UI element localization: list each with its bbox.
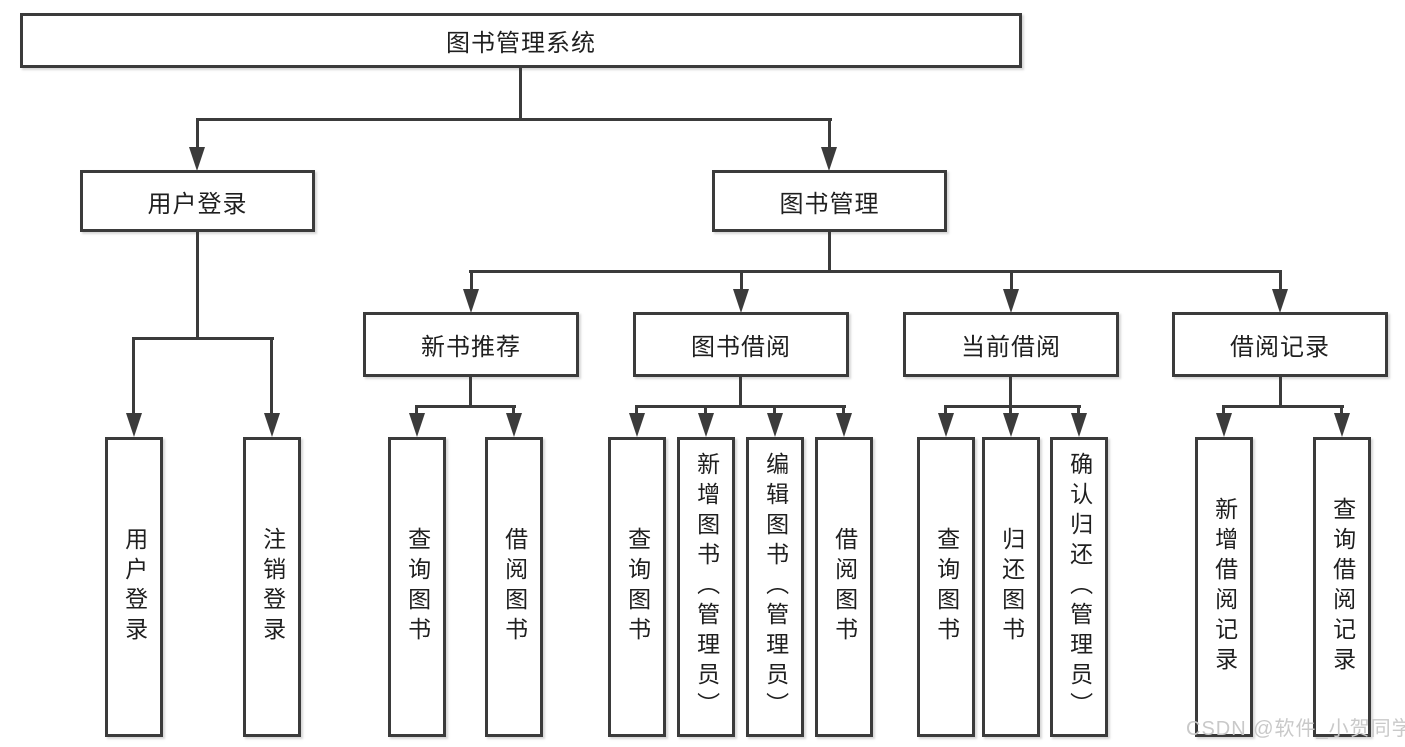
arrowhead-down-icon (629, 413, 645, 437)
node-label: 新书推荐 (421, 334, 521, 361)
connector-vline (1340, 408, 1343, 415)
arrowhead-down-icon (767, 413, 783, 437)
arrowhead-down-icon (1334, 413, 1350, 437)
arrowhead-down-icon (264, 413, 280, 437)
arrowhead-down-icon (463, 289, 479, 313)
arrowhead-down-icon (126, 413, 142, 437)
leaf-label: 新增借阅记录 (1211, 497, 1238, 677)
connector-vline (944, 408, 947, 415)
arrowhead-down-icon (821, 147, 837, 171)
node-label: 图书管理系统 (446, 30, 596, 57)
connector-vline (1222, 408, 1225, 415)
arrowhead-down-icon (733, 289, 749, 313)
leaf-add-book-admin: 新增图书（管理员） (677, 437, 735, 737)
leaf-label: 查询图书 (624, 527, 651, 647)
leaf-label: 查询图书 (404, 527, 431, 647)
connector-hline (196, 118, 832, 121)
connector-vline (512, 408, 515, 415)
connector-vline (828, 232, 831, 272)
node-label: 当前借阅 (961, 334, 1061, 361)
connector-vline (739, 377, 742, 408)
node-borrowing-records: 借阅记录 (1172, 312, 1388, 377)
arrowhead-down-icon (189, 147, 205, 171)
node-new-book-recommendation: 新书推荐 (363, 312, 579, 377)
arrowhead-down-icon (409, 413, 425, 437)
node-book-borrowing: 图书借阅 (633, 312, 849, 377)
leaf-label: 用户登录 (121, 527, 148, 647)
node-book-management: 图书管理 (712, 170, 947, 232)
connector-vline (1010, 273, 1013, 291)
arrowhead-down-icon (1272, 289, 1288, 313)
arrowhead-down-icon (938, 413, 954, 437)
connector-vline (1279, 273, 1282, 291)
leaf-edit-book-admin: 编辑图书（管理员） (746, 437, 804, 737)
connector-vline (635, 408, 638, 415)
connector-hline (1222, 405, 1344, 408)
leaf-label: 归还图书 (998, 527, 1025, 647)
connector-hline (132, 337, 274, 340)
connector-hline (415, 405, 516, 408)
node-library-management-system: 图书管理系统 (20, 13, 1022, 68)
leaf-logout: 注销登录 (243, 437, 301, 737)
connector-vline (740, 273, 743, 291)
leaf-label: 新增图书（管理员） (693, 452, 720, 722)
connector-vline (1077, 408, 1080, 415)
connector-hline (469, 270, 1282, 273)
leaf-label: 确认归还（管理员） (1066, 452, 1093, 722)
watermark-text: CSDN @软件_小贺同学 (1186, 718, 1405, 740)
connector-hline (944, 405, 1081, 408)
connector-vline (196, 120, 199, 148)
connector-vline (1009, 408, 1012, 415)
leaf-borrow-books-newbook: 借阅图书 (485, 437, 543, 737)
leaf-label: 注销登录 (259, 527, 286, 647)
connector-vline (773, 408, 776, 415)
connector-vline (196, 232, 199, 338)
connector-vline (469, 377, 472, 408)
arrowhead-down-icon (698, 413, 714, 437)
leaf-query-books-newbook: 查询图书 (388, 437, 446, 737)
connector-vline (470, 273, 473, 291)
connector-vline (1009, 377, 1012, 408)
leaf-label: 借阅图书 (501, 527, 528, 647)
leaf-user-login: 用户登录 (105, 437, 163, 737)
leaf-label: 编辑图书（管理员） (762, 452, 789, 722)
connector-vline (828, 120, 831, 148)
connector-vline (519, 66, 522, 120)
leaf-borrow-books: 借阅图书 (815, 437, 873, 737)
connector-vline (704, 408, 707, 415)
node-current-borrowing: 当前借阅 (903, 312, 1119, 377)
connector-vline (1279, 377, 1282, 408)
leaf-return-books: 归还图书 (982, 437, 1040, 737)
arrowhead-down-icon (1216, 413, 1232, 437)
leaf-label: 查询借阅记录 (1329, 497, 1356, 677)
connector-vline (270, 340, 273, 415)
connector-hline (635, 405, 846, 408)
node-user-login: 用户登录 (80, 170, 315, 232)
connector-vline (842, 408, 845, 415)
leaf-query-borrow-record: 查询借阅记录 (1313, 437, 1371, 737)
leaf-confirm-return-admin: 确认归还（管理员） (1050, 437, 1108, 737)
connector-vline (415, 408, 418, 415)
leaf-query-books-current: 查询图书 (917, 437, 975, 737)
arrowhead-down-icon (1071, 413, 1087, 437)
leaf-query-books-borrow: 查询图书 (608, 437, 666, 737)
arrowhead-down-icon (1003, 413, 1019, 437)
node-label: 借阅记录 (1230, 334, 1330, 361)
node-label: 用户登录 (147, 190, 248, 218)
connector-vline (132, 340, 135, 415)
arrowhead-down-icon (1003, 289, 1019, 313)
leaf-add-borrow-record: 新增借阅记录 (1195, 437, 1253, 737)
node-label: 图书管理 (779, 190, 880, 218)
node-label: 图书借阅 (691, 334, 791, 361)
leaf-label: 借阅图书 (831, 527, 858, 647)
arrowhead-down-icon (506, 413, 522, 437)
leaf-label: 查询图书 (933, 527, 960, 647)
arrowhead-down-icon (836, 413, 852, 437)
